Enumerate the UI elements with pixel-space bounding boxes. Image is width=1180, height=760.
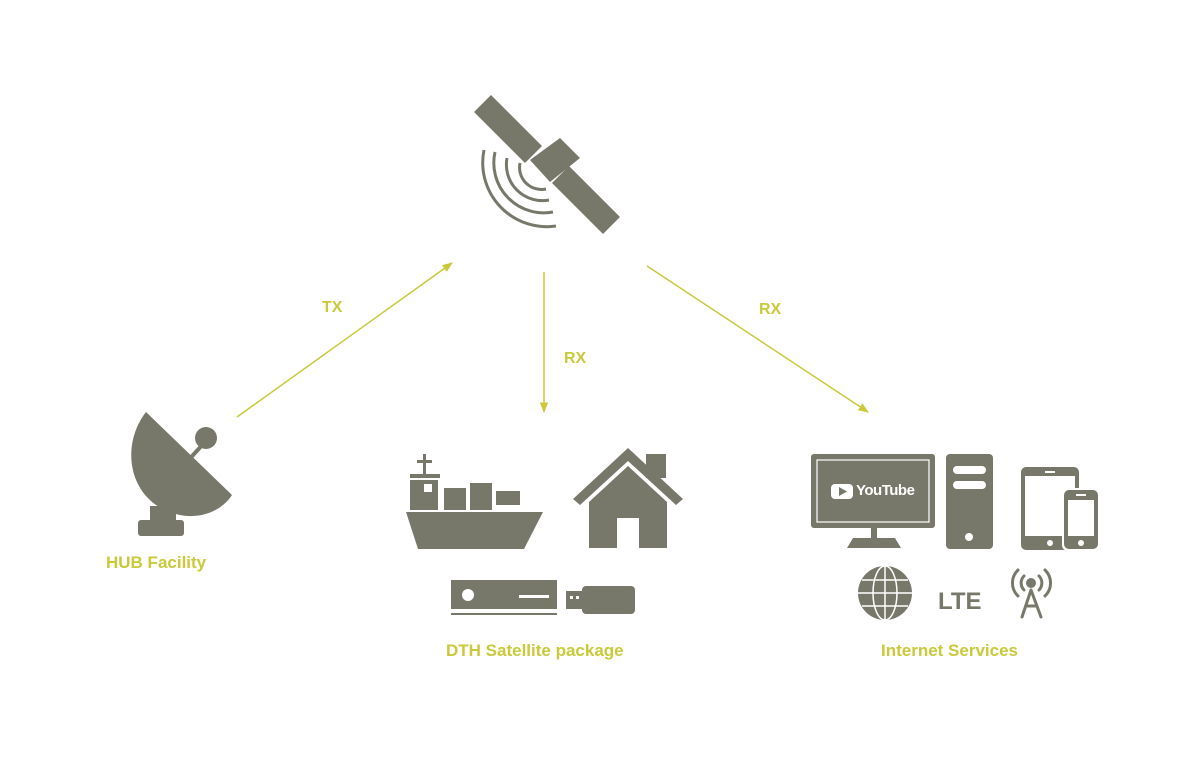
set-top-box-icon: [451, 580, 557, 615]
lte-text: LTE: [938, 588, 982, 615]
satellite-icon: [474, 95, 620, 234]
cargo-ship-icon: [406, 454, 543, 549]
internet-services-label: Internet Services: [881, 641, 1019, 660]
rx-right-arrow: [646, 265, 869, 413]
dth-package-label: DTH Satellite package: [446, 641, 624, 660]
antenna-tower-icon: [1011, 568, 1052, 619]
tx-arrow: [236, 262, 453, 418]
rx-right-label: RX: [759, 301, 782, 318]
tx-label: TX: [322, 299, 343, 316]
globe-icon: [858, 565, 912, 621]
house-icon: [573, 448, 683, 548]
usb-dongle-icon: [566, 586, 635, 614]
smartphone-icon: [1062, 488, 1100, 551]
monitor-icon: YouTube: [811, 454, 935, 550]
pc-tower-icon: [946, 454, 993, 549]
rx-down-label: RX: [564, 350, 587, 367]
youtube-brand-text: YouTube: [856, 482, 915, 499]
satellite-dish-icon: [131, 412, 232, 536]
hub-facility-label: HUB Facility: [106, 553, 207, 572]
